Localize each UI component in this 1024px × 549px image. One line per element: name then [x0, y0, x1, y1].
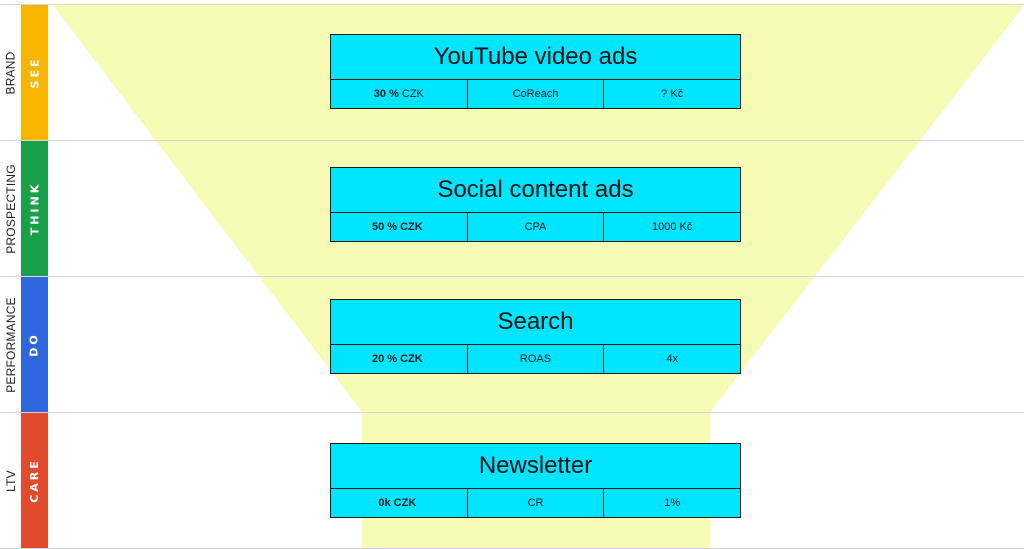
- card-cells: 0k CZK CR 1%: [331, 489, 740, 517]
- card-title: Newsletter: [331, 444, 740, 489]
- budget-share-cell: 30 % CZK: [331, 80, 467, 108]
- stage-text: DO: [27, 332, 41, 357]
- kpi-target-cell: 4x: [603, 345, 740, 373]
- kpi-metric-cell: ROAS: [466, 345, 604, 373]
- channel-card-newsletter: Newsletter 0k CZK CR 1%: [330, 443, 741, 518]
- budget-share-currency: CZK: [401, 88, 424, 100]
- budget-share-bold: 30 %: [373, 88, 399, 100]
- row-label-text: PERFORMANCE: [3, 296, 18, 393]
- row-label-text: PROSPECTING: [3, 163, 18, 254]
- kpi-metric-cell: CPA: [466, 213, 604, 241]
- row-divider-1: [0, 140, 1024, 141]
- row-divider-top: [0, 4, 1024, 5]
- kpi-target-cell: 1000 Kč: [603, 213, 740, 241]
- channel-card-social: Social content ads 50 % CZK CPA 1000 Kč: [330, 167, 741, 242]
- stage-bar-think: THINK: [21, 141, 48, 276]
- budget-share-cell: 50 % CZK: [331, 213, 467, 241]
- channel-card-youtube: YouTube video ads 30 % CZK CoReach ? Kč: [330, 34, 741, 109]
- stage-bar-do: DO: [21, 277, 48, 412]
- stage-text: SEE: [28, 56, 42, 89]
- card-title: Search: [331, 300, 740, 345]
- budget-share-bold: 20 % CZK: [371, 353, 423, 365]
- budget-share-cell: 0k CZK: [331, 489, 467, 517]
- budget-share-cell: 20 % CZK: [331, 345, 467, 373]
- row-divider-3: [0, 412, 1024, 413]
- row-label-prospecting: PROSPECTING: [0, 141, 21, 276]
- card-cells: 50 % CZK CPA 1000 Kč: [331, 213, 740, 241]
- budget-share-bold: 50 % CZK: [371, 221, 423, 233]
- budget-share-bold: 0k CZK: [378, 497, 417, 509]
- kpi-metric-cell: CR: [466, 489, 604, 517]
- stage-bar-see: SEE: [21, 5, 48, 140]
- row-label-performance: PERFORMANCE: [0, 277, 21, 412]
- row-label-text: LTV: [3, 469, 18, 492]
- row-label-brand: BRAND: [0, 5, 21, 140]
- card-cells: 20 % CZK ROAS 4x: [331, 345, 740, 373]
- row-label-text: BRAND: [3, 50, 18, 95]
- stage-text: CARE: [28, 458, 42, 503]
- card-cells: 30 % CZK CoReach ? Kč: [331, 80, 740, 108]
- stage-text: THINK: [28, 181, 42, 236]
- row-label-ltv: LTV: [0, 413, 21, 548]
- kpi-target-cell: 1%: [603, 489, 740, 517]
- kpi-metric-cell: CoReach: [466, 80, 604, 108]
- kpi-target-cell: ? Kč: [603, 80, 740, 108]
- stage-bar-care: CARE: [21, 413, 48, 548]
- row-divider-2: [0, 276, 1024, 277]
- card-title: YouTube video ads: [331, 35, 740, 80]
- card-title: Social content ads: [331, 168, 740, 213]
- channel-card-search: Search 20 % CZK ROAS 4x: [330, 299, 741, 374]
